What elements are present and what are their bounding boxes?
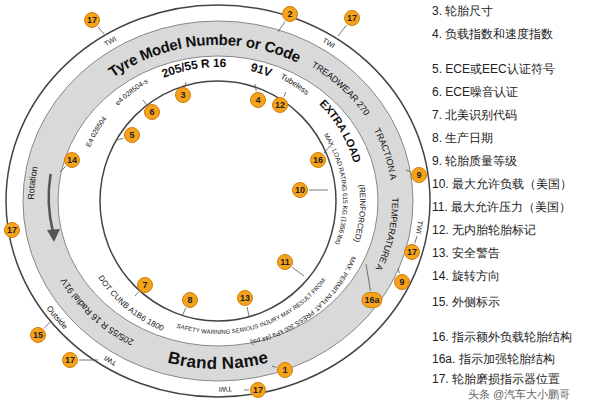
twi-mark: TWI (102, 355, 117, 368)
key-item: 16. 指示额外负载轮胎结构 (432, 330, 572, 345)
leader-line (366, 264, 371, 291)
key-item: 6. ECE噪音认证 (432, 85, 518, 100)
watermark: 头条 @汽车大小鹏哥 (468, 388, 570, 401)
leader-line (44, 322, 50, 328)
key-item: 5. ECE或EEC认证符号 (432, 62, 555, 77)
callout-number: 5 (124, 127, 140, 143)
leader-line (60, 166, 66, 172)
callout-number: 10 (292, 182, 308, 198)
leader-line (284, 92, 286, 97)
treadwear-grade: TREADWEAR 270 (310, 60, 372, 118)
key-item: 12. 无内胎轮胎标记 (432, 223, 536, 238)
ece-noise-approval: e4 028504-s (114, 77, 150, 107)
callout-number: 17 (404, 244, 420, 260)
leader-line (135, 292, 139, 296)
leader-line (272, 366, 276, 367)
safety-warning: SAFETY WARNING SERIOUS INJURY MAY RESULT… (176, 276, 328, 335)
callout-number: 17 (4, 222, 20, 238)
callout-number: 15 (30, 327, 46, 343)
callout-number: 4 (250, 92, 266, 108)
key-item: 16a. 指示加强轮胎结构 (432, 352, 555, 367)
callout-number: 12 (272, 97, 288, 113)
brand-name: Brand Name (166, 347, 270, 372)
leader-line (98, 27, 104, 34)
key-item: 15. 外侧标示 (432, 295, 500, 310)
dot-code: DOT CUNB A1B6 1800 (97, 273, 166, 332)
leader-line (247, 307, 249, 316)
callout-number: 11 (277, 254, 293, 270)
callout-number: 17 (84, 12, 100, 28)
temperature-grade: TEMPERATURE A (374, 197, 400, 272)
key-item: 14. 旋转方向 (432, 269, 500, 284)
key-item: 9. 轮胎质量等级 (432, 154, 517, 169)
callout-number: 9 (411, 167, 427, 183)
callout-number: 3 (175, 87, 191, 103)
rotation-arrow (49, 174, 53, 232)
key-item: 10. 最大允许负载（美国） (432, 177, 572, 192)
callout-number: 17 (344, 10, 360, 26)
reinforced-mark: (REINFORCED) (352, 184, 367, 244)
callout-number: 16a (361, 292, 382, 308)
leader-line (118, 138, 124, 140)
key-item: 8. 生产日期 (432, 131, 493, 146)
tyre-size-full: 205/55 R 16 Radial 91V (59, 276, 135, 347)
twi-mark: TWI (103, 35, 118, 48)
callout-number: 17 (250, 382, 266, 398)
leader-line (143, 100, 147, 105)
callout-number: 16 (310, 152, 326, 168)
callout-number: 17 (62, 352, 78, 368)
leader-line (309, 190, 328, 191)
callout-number: 13 (237, 290, 253, 306)
callout-number: 2 (282, 6, 298, 22)
callout-number: 14 (64, 152, 80, 168)
leader-line (182, 308, 186, 316)
tubeless-mark: Tubeless (279, 72, 311, 97)
twi-mark: TWI (415, 220, 424, 234)
leader-line (185, 82, 186, 86)
callout-number: 1 (277, 362, 293, 378)
key-item: 3. 轮胎尺寸 (432, 4, 493, 19)
leader-line (255, 84, 256, 91)
rotation-text: Rotation (26, 165, 40, 200)
callout-number: 8 (182, 292, 198, 308)
callout-number: 7 (137, 277, 153, 293)
leader-line (338, 25, 347, 36)
outside-mark: Outside (45, 304, 70, 331)
callout-number: 6 (144, 104, 160, 120)
key-item: 7. 北美识别代码 (432, 108, 517, 123)
rotation-arrow-head (47, 229, 60, 242)
tyre-size: 205/55 R 16 (160, 56, 227, 81)
leader-line (406, 170, 411, 172)
key-item: 11. 最大允许压力（美国） (432, 200, 571, 215)
load-speed-index: 91V (249, 60, 274, 80)
max-load-text: MAX. LOAD RATING 615 KG (1356 lbs) (323, 131, 349, 246)
sidewall-inner (58, 56, 378, 346)
tire-outer-edge (6, 5, 430, 397)
twi-mark: TWI (322, 36, 337, 49)
key-item: 17. 轮胎磨损指示器位置 (432, 372, 560, 387)
leader-line (244, 390, 249, 391)
leader-line (415, 236, 417, 243)
leader-line (324, 146, 330, 153)
key-item: 13. 安全警告 (432, 246, 500, 261)
callout-number: 9 (394, 274, 410, 290)
leader-line (278, 22, 285, 33)
leader-line (292, 267, 304, 276)
leader-line (79, 360, 98, 361)
twi-mark: TWI (219, 386, 232, 393)
sidewall-band (23, 21, 413, 381)
leader-line (398, 268, 400, 273)
key-item: 4. 负载指数和速度指数 (432, 27, 553, 42)
ece-approval: E4 028504 (84, 115, 107, 148)
traction-grade: TRACTION A (372, 126, 398, 180)
rim-hole (100, 81, 336, 321)
tyre-code-heading: Tyre Model Number or Code (105, 30, 304, 79)
